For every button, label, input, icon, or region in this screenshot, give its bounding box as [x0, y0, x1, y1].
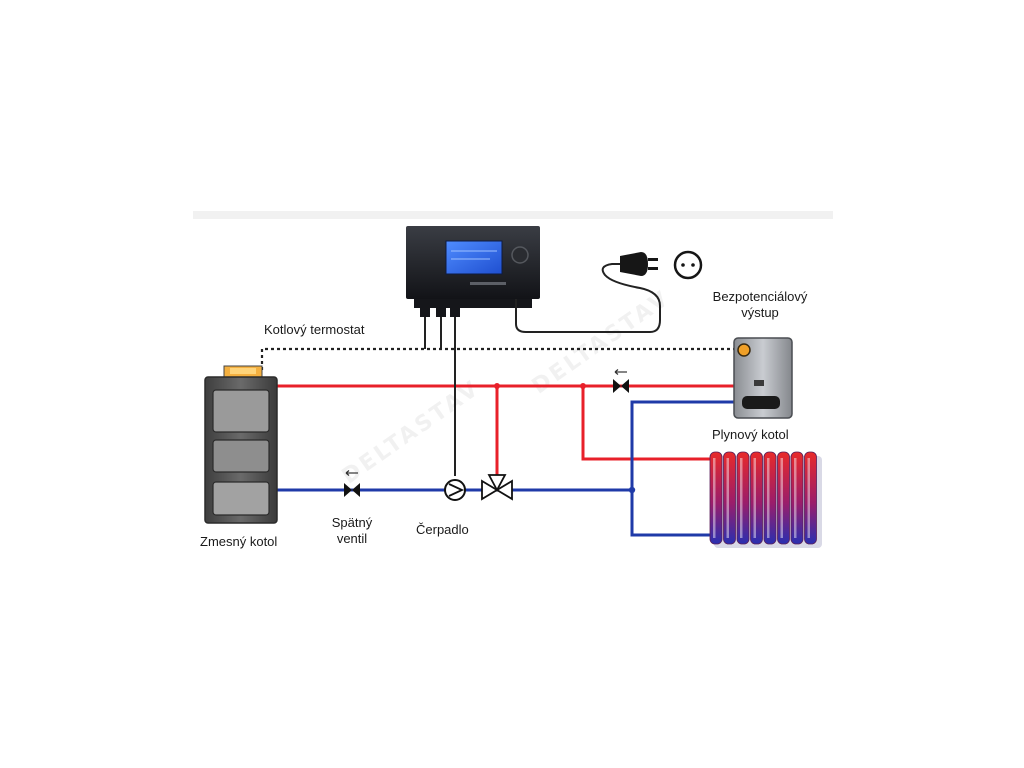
controller-cables — [424, 263, 661, 476]
label-zmesny-kotol: Zmesný kotol — [200, 534, 278, 549]
radiator-fin — [723, 451, 736, 545]
three-way-valve-icon — [481, 474, 513, 501]
wall-socket-icon — [673, 250, 703, 280]
check-valve-icon — [613, 369, 629, 393]
radiator-fin — [736, 451, 750, 545]
radiator-fin-highlight — [780, 458, 783, 538]
radiator-fin-highlight — [726, 458, 729, 538]
label-line: výstup — [741, 305, 779, 320]
thermostat-wire — [260, 347, 738, 370]
solid-fuel-boiler — [204, 365, 278, 524]
junction-dot — [628, 486, 636, 494]
radiator-fin-highlight — [767, 458, 770, 538]
radiator-fin-highlight — [794, 458, 797, 538]
top-band — [193, 211, 833, 219]
radiator-fin — [763, 451, 777, 545]
check-valve-icon — [344, 470, 360, 497]
controller-device — [406, 226, 540, 317]
radiator-fin-highlight — [753, 458, 756, 538]
radiator-fin — [709, 451, 723, 545]
label-bezpotencialovy-vystup: Bezpotenciálový výstup — [698, 289, 822, 321]
radiator-fin — [790, 451, 804, 545]
gas-boiler — [733, 337, 793, 419]
radiator-fin — [804, 451, 817, 545]
output-terminal-icon — [737, 343, 751, 357]
controller-display — [445, 240, 503, 275]
power-plug-icon — [620, 252, 658, 276]
radiator-fin-highlight — [740, 458, 743, 538]
label-line: Bezpotenciálový — [712, 289, 808, 304]
supply-pipes — [270, 384, 736, 478]
label-kotlovy-termostat: Kotlový termostat — [264, 322, 365, 337]
junction-dot — [580, 383, 586, 389]
radiator-fin-highlight — [807, 458, 810, 538]
label-plynovy-kotol: Plynový kotol — [712, 427, 789, 442]
radiator — [709, 451, 822, 548]
pump-icon — [444, 479, 466, 501]
radiator-fin — [777, 451, 790, 545]
label-line: ventil — [336, 531, 368, 546]
radiator-fin — [750, 451, 763, 545]
label-cerpadlo: Čerpadlo — [416, 522, 469, 537]
controller-knob — [511, 246, 529, 264]
label-spatny-ventil: Spätný ventil — [322, 515, 382, 547]
label-line: Spätný — [331, 515, 373, 530]
radiator-fin-highlight — [713, 458, 716, 538]
junction-dot — [494, 383, 500, 389]
